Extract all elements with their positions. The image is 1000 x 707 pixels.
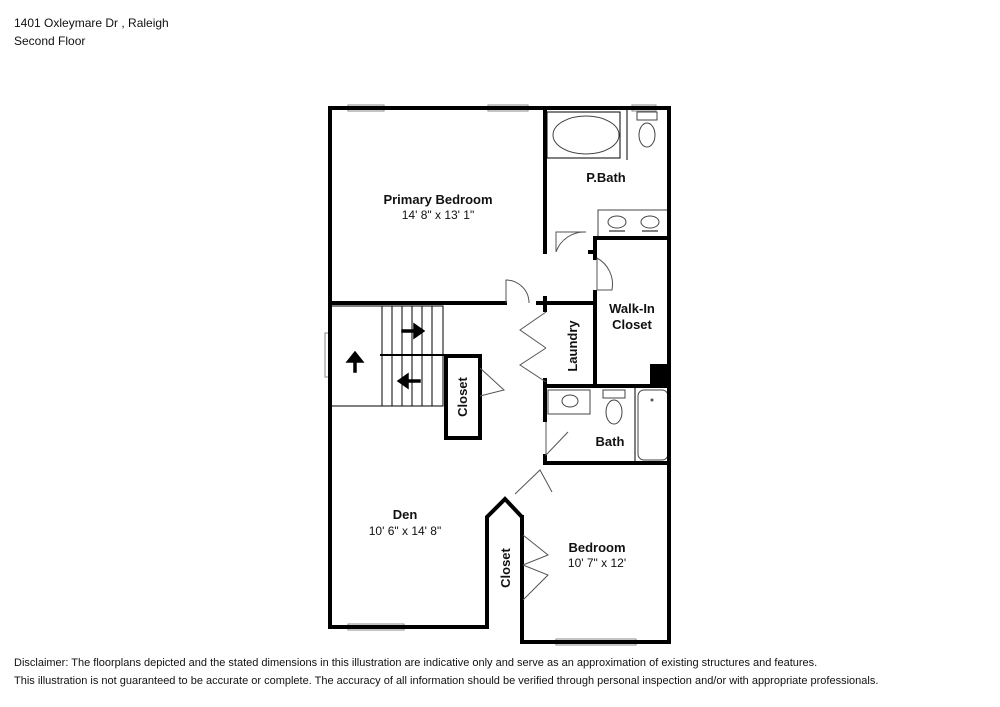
fixtures [546, 110, 670, 462]
stair-closet-name: Closet [455, 376, 470, 416]
toilet-tank-icon [636, 111, 658, 121]
arrow-left-icon [396, 372, 421, 390]
room-labels: Primary Bedroom 14' 8" x 13' 1" P.Bath W… [369, 170, 655, 588]
disclaimer-line-2: This illustration is not guaranteed to b… [14, 675, 879, 687]
sink-icon [640, 215, 660, 229]
floor-label: Second Floor [14, 34, 86, 48]
doors [479, 231, 614, 601]
chase [650, 364, 670, 386]
primary-bedroom-dims: 14' 8" x 13' 1" [402, 208, 474, 222]
bedroom-name: Bedroom [568, 540, 625, 555]
primary-bedroom-name: Primary Bedroom [383, 192, 492, 207]
disclaimer-line-1: Disclaimer: The floorplans depicted and … [14, 657, 818, 669]
walls [328, 106, 671, 644]
walk-in-closet-name-line1: Walk-In [609, 301, 655, 316]
arrow-right-icon [401, 322, 426, 340]
walk-in-closet-name-line2: Closet [612, 317, 652, 332]
staircase [330, 305, 445, 407]
laundry-name: Laundry [565, 320, 580, 372]
bathtub-icon [552, 115, 620, 155]
den-name: Den [393, 507, 418, 522]
bedroom-closet-name: Closet [498, 547, 513, 587]
toilet-icon [605, 399, 623, 425]
sink-icon [561, 394, 579, 408]
bedroom-dims: 10' 7" x 12' [568, 556, 626, 570]
den-dims: 10' 6" x 14' 8" [369, 524, 441, 538]
arrow-up-icon [345, 350, 365, 373]
p-bath-name: P.Bath [586, 170, 626, 185]
property-address: 1401 Oxleymare Dr , Raleigh [14, 16, 169, 30]
toilet-icon [638, 122, 656, 148]
bath-name: Bath [596, 434, 625, 449]
sink-icon [607, 215, 627, 229]
toilet-tank-icon [602, 389, 626, 399]
